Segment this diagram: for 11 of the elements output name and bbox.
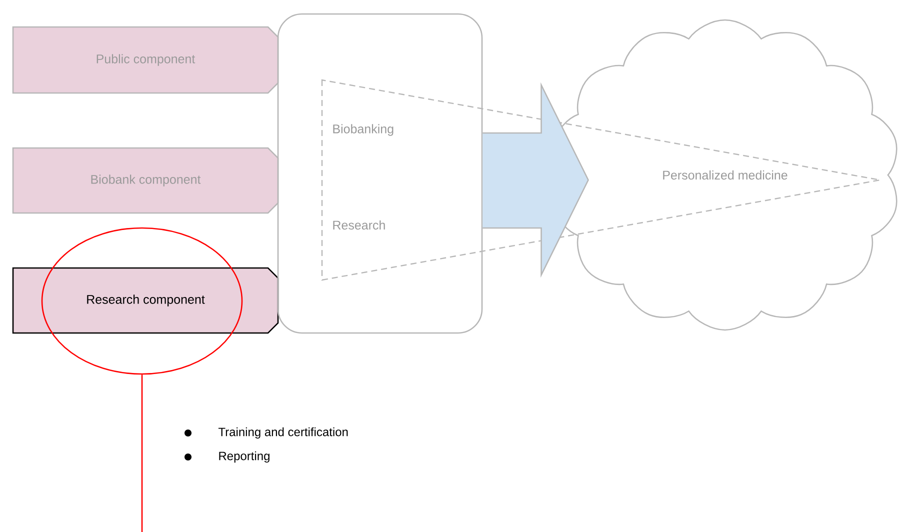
bullet-item: Training and certification: [184, 427, 348, 439]
block-arrow: [482, 82, 589, 278]
component-tag: Research component: [12, 267, 279, 334]
component-tag: Public component: [12, 26, 279, 94]
leader-line: [141, 374, 143, 532]
bullet-item: Reporting: [184, 451, 270, 463]
panel-label: Biobanking: [333, 124, 394, 136]
rounded-panel: [277, 13, 483, 334]
component-tag: Biobank component: [12, 147, 279, 214]
highlight-ellipse: [41, 227, 243, 375]
panel-label: Research: [333, 220, 385, 230]
